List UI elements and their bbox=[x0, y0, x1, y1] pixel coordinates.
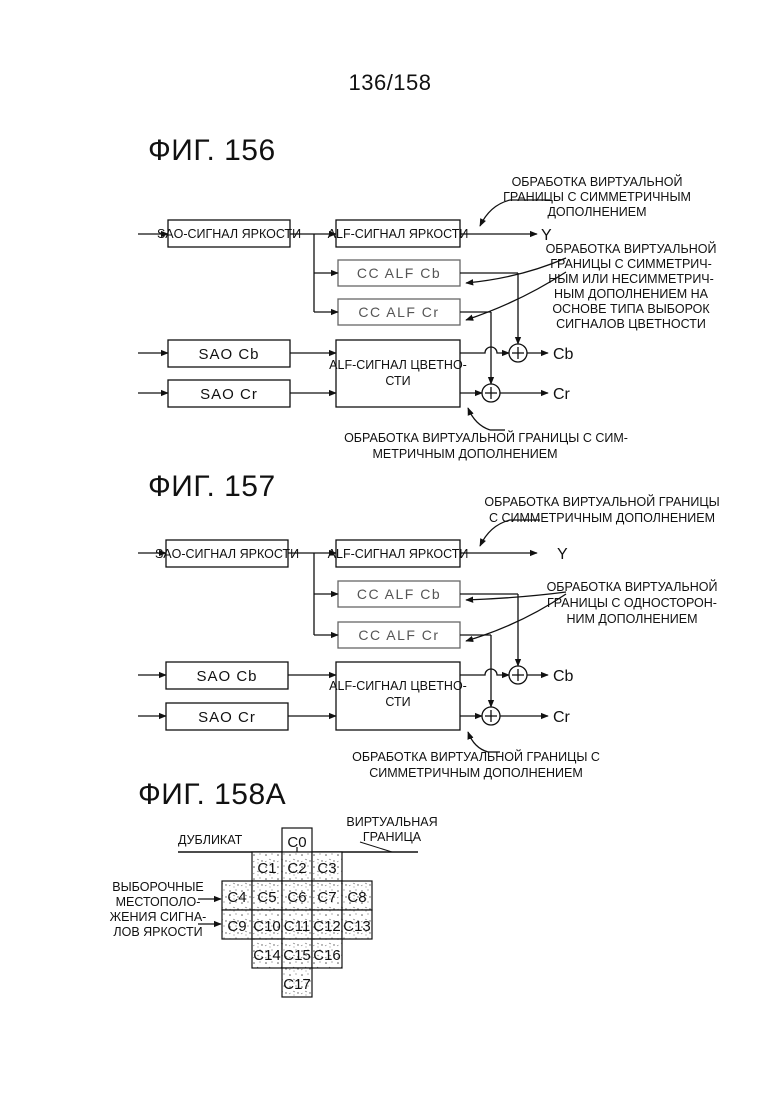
fig156-note-top-1: ОБРАБОТКА ВИРТУАЛЬНОЙ bbox=[512, 174, 683, 189]
fig156-note-right-6: СИГНАЛОВ ЦВЕТНОСТИ bbox=[556, 317, 706, 331]
fig157-sao-luma-label: SAO-СИГНАЛ ЯРКОСТИ bbox=[155, 547, 299, 561]
fig157-note-right-2: ГРАНИЦЫ С ОДНОСТОРОН- bbox=[547, 596, 717, 610]
cell-c4-label: C4 bbox=[227, 889, 246, 906]
virtual-boundary-label-1: ВИРТУАЛЬНАЯ bbox=[346, 815, 437, 829]
fig157-sao-cb-label: SAO Cb bbox=[196, 668, 257, 685]
luma-positions-label-2: МЕСТОПОЛО- bbox=[116, 895, 201, 909]
cell-c10-label: C10 bbox=[253, 918, 281, 935]
fig157-cc-alf-cr-label: CC ALF Cr bbox=[358, 627, 439, 643]
luma-positions-label-4: ЛОВ ЯРКОСТИ bbox=[113, 925, 202, 939]
fig157-note-bottom-1: ОБРАБОТКА ВИРТУАЛЬНОЙ ГРАНИЦЫ С bbox=[352, 749, 600, 764]
luma-positions-label-1: ВЫБОРОЧНЫЕ bbox=[112, 880, 203, 894]
luma-positions-label-3: ЖЕНИЯ СИГНА- bbox=[110, 910, 207, 924]
cell-c0-label: C0 bbox=[287, 834, 306, 851]
fig157-alf-luma-label: ALF-СИГНАЛ ЯРКОСТИ bbox=[328, 547, 469, 561]
cell-c3-label: C3 bbox=[317, 860, 336, 877]
fig156-output-cr: Cr bbox=[553, 386, 571, 403]
fig156-note-right-2: ГРАНИЦЫ С СИММЕТРИЧ- bbox=[550, 257, 712, 271]
cell-c12-label: C12 bbox=[313, 918, 341, 935]
fig157-note-right-3: НИМ ДОПОЛНЕНИЕМ bbox=[567, 612, 698, 626]
fig156-note-right-4: НЫМ ДОПОЛНЕНИЕМ НА bbox=[554, 287, 709, 301]
fig158a-diagram bbox=[178, 828, 418, 997]
cell-c1-label: C1 bbox=[257, 860, 276, 877]
fig157-note-bottom-2: СИММЕТРИЧНЫМ ДОПОЛНЕНИЕМ bbox=[369, 766, 583, 780]
cell-c11-label: C11 bbox=[284, 918, 310, 935]
cell-c14-label: C14 bbox=[253, 947, 281, 964]
fig156-sao-cb-label: SAO Cb bbox=[198, 346, 259, 363]
fig157-outputs: Y Cb Cr bbox=[553, 546, 574, 726]
fig156-labels: SAO-СИГНАЛ ЯРКОСТИ ALF-СИГНАЛ ЯРКОСТИ CC… bbox=[157, 227, 468, 403]
fig156-note-top-3: ДОПОЛНЕНИЕМ bbox=[547, 205, 646, 219]
cell-c13-label: C13 bbox=[343, 918, 371, 935]
fig156-note-top-2: ГРАНИЦЫ С СИММЕТРИЧНЫМ bbox=[503, 190, 691, 204]
fig157-note-top-2: С СИММЕТРИЧНЫМ ДОПОЛНЕНИЕМ bbox=[489, 511, 715, 525]
fig156-alf-chroma-label-1: ALF-СИГНАЛ ЦВЕТНО- bbox=[329, 358, 467, 372]
fig157-alf-chroma-label-2: СТИ bbox=[385, 695, 410, 709]
fig157-cc-alf-cb-label: CC ALF Cb bbox=[357, 586, 441, 602]
fig157-sao-cr-label: SAO Cr bbox=[198, 709, 256, 726]
fig156-note-right-3: НЫМ ИЛИ НЕСИММЕТРИЧ- bbox=[548, 272, 714, 286]
fig156-cc-alf-cr-label: CC ALF Cr bbox=[358, 304, 439, 320]
duplicate-label: ДУБЛИКАТ bbox=[178, 833, 243, 847]
fig156-note-right-1: ОБРАБОТКА ВИРТУАЛЬНОЙ bbox=[546, 241, 717, 256]
cell-c16-label: C16 bbox=[313, 947, 341, 964]
fig156-alf-chroma-label-2: СТИ bbox=[385, 374, 410, 388]
fig156-note-right-5: ОСНОВЕ ТИПА ВЫБОРОК bbox=[552, 302, 710, 316]
fig156-note-bottom-2: МЕТРИЧНЫМ ДОПОЛНЕНИЕМ bbox=[372, 447, 557, 461]
cell-c9-label: C9 bbox=[227, 918, 246, 935]
fig157-note-top-1: ОБРАБОТКА ВИРТУАЛЬНОЙ ГРАНИЦЫ bbox=[484, 494, 719, 509]
cell-c7-label: C7 bbox=[317, 889, 336, 906]
fig157-output-cb: Cb bbox=[553, 668, 574, 685]
fig157-output-cr: Cr bbox=[553, 709, 571, 726]
cell-c6-label: C6 bbox=[287, 889, 306, 906]
cell-c15-label: C15 bbox=[283, 947, 311, 964]
cell-c2-label: C2 bbox=[287, 860, 306, 877]
fig157-note-right-1: ОБРАБОТКА ВИРТУАЛЬНОЙ bbox=[547, 579, 718, 594]
fig156-alf-luma-label: ALF-СИГНАЛ ЯРКОСТИ bbox=[328, 227, 469, 241]
cell-c17-label: C17 bbox=[283, 976, 311, 993]
virtual-boundary-label-2: ГРАНИЦА bbox=[363, 830, 422, 844]
fig157-output-y: Y bbox=[557, 546, 568, 563]
fig156-output-cb: Cb bbox=[553, 346, 574, 363]
fig156-note-bottom-1: ОБРАБОТКА ВИРТУАЛЬНОЙ ГРАНИЦЫ С СИМ- bbox=[344, 430, 628, 445]
fig156-sao-cr-label: SAO Cr bbox=[200, 386, 258, 403]
fig157-labels: SAO-СИГНАЛ ЯРКОСТИ ALF-СИГНАЛ ЯРКОСТИ CC… bbox=[155, 547, 468, 726]
fig156-cc-alf-cb-label: CC ALF Cb bbox=[357, 265, 441, 281]
cell-c5-label: C5 bbox=[257, 889, 276, 906]
fig157-alf-chroma-label-1: ALF-СИГНАЛ ЦВЕТНО- bbox=[329, 679, 467, 693]
cell-c8-label: C8 bbox=[347, 889, 366, 906]
fig156-sao-luma-label: SAO-СИГНАЛ ЯРКОСТИ bbox=[157, 227, 301, 241]
